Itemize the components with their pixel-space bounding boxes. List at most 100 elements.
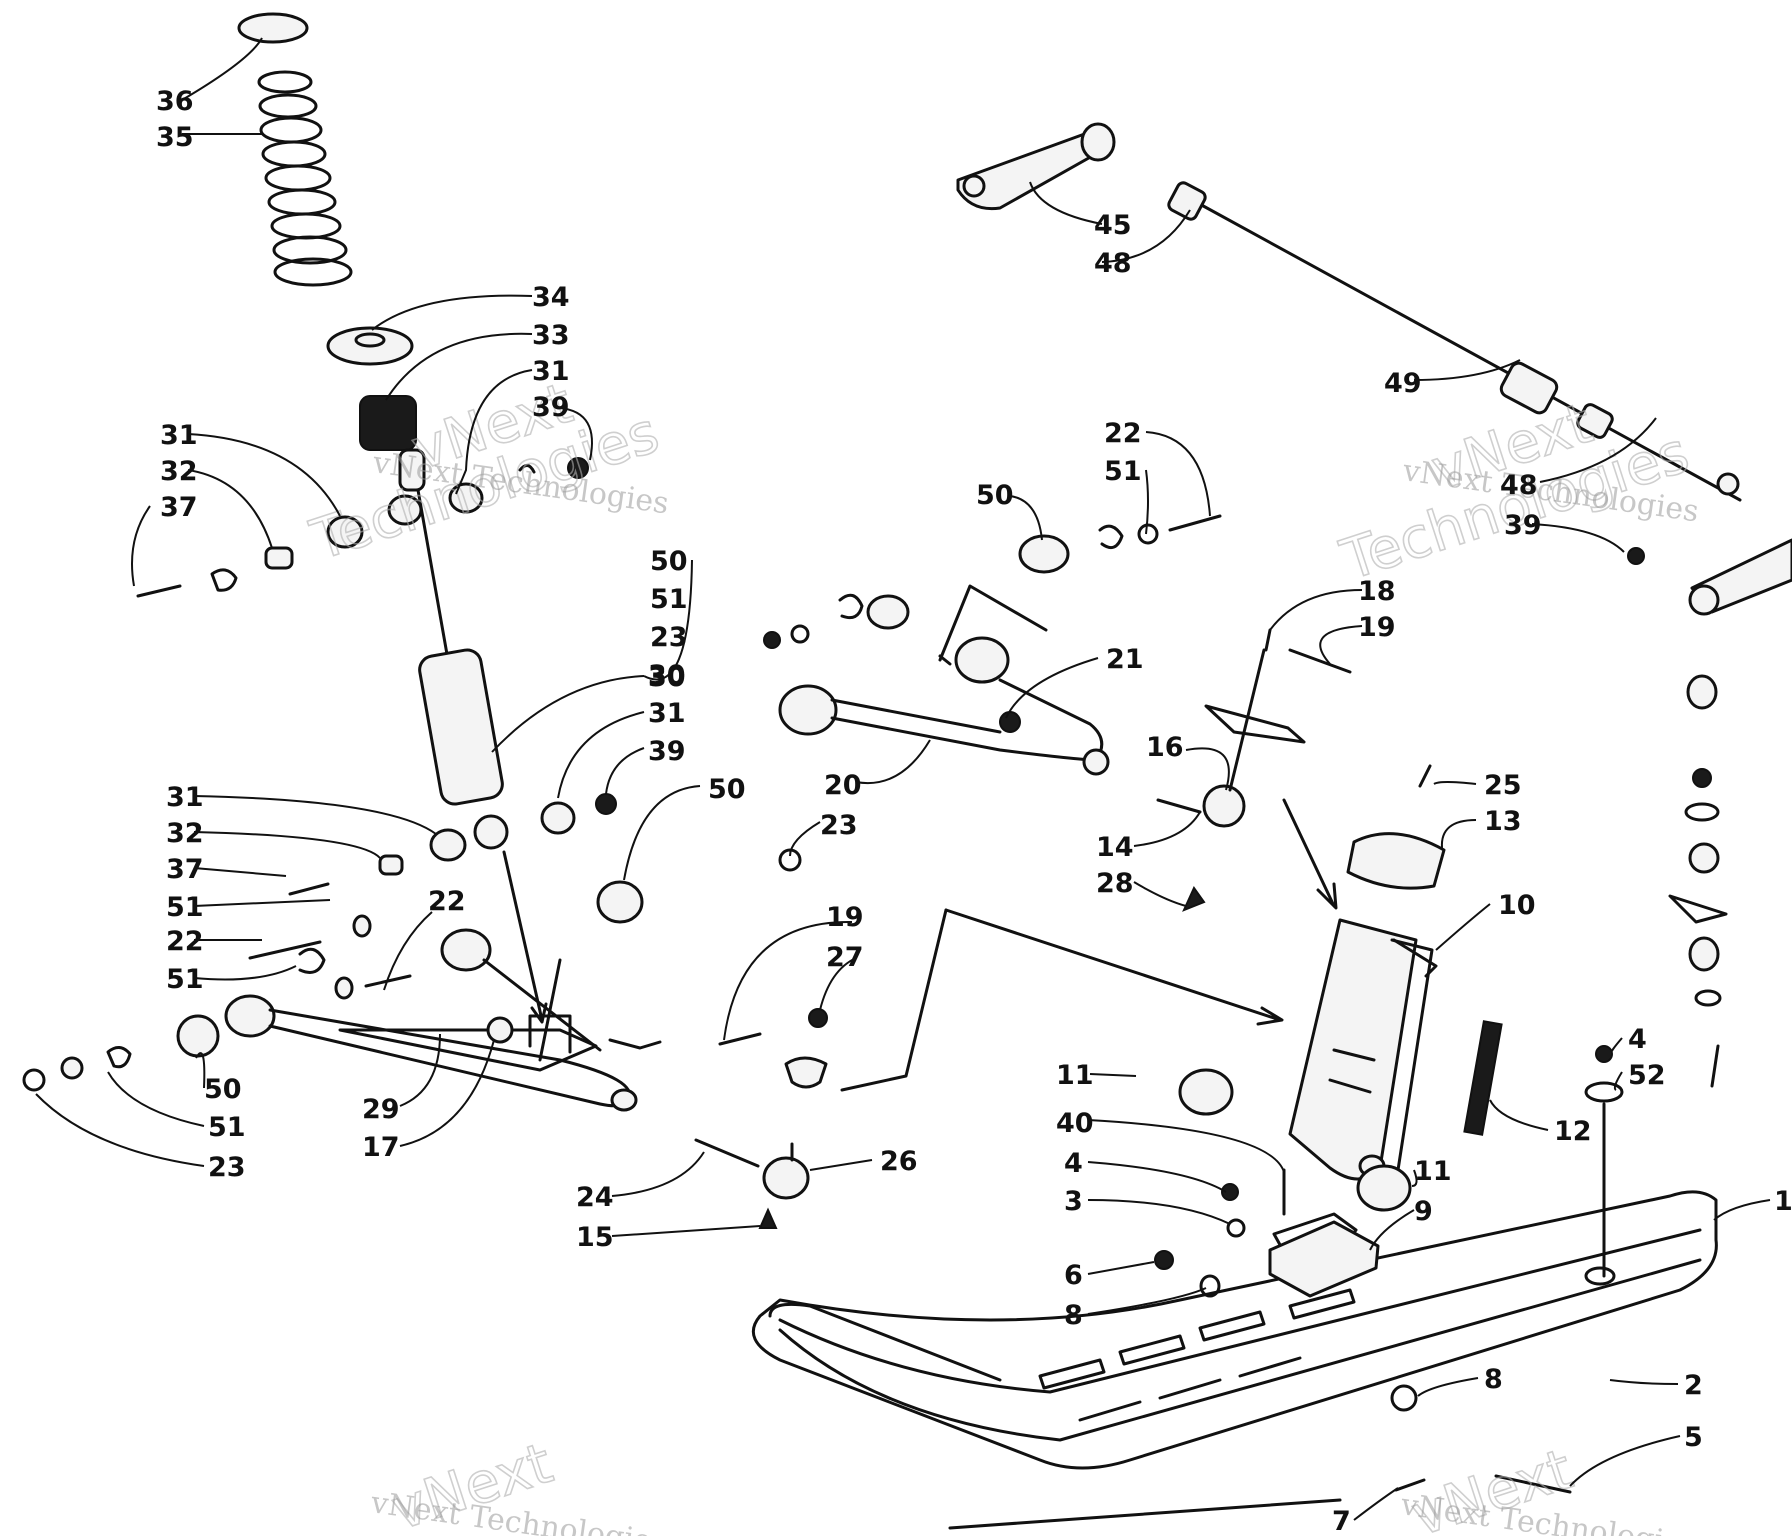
callout-label: 50 bbox=[204, 1074, 242, 1105]
callout-label: 2 bbox=[1684, 1370, 1703, 1401]
callout-label: 24 bbox=[576, 1182, 614, 1213]
spring-bar bbox=[1463, 1020, 1503, 1136]
lower-a-arm bbox=[224, 928, 662, 1112]
callout-label: 10 bbox=[1498, 890, 1536, 921]
ski-saddle bbox=[1268, 1220, 1380, 1298]
spindle-cap bbox=[1346, 832, 1446, 890]
callout-label: 22 bbox=[1104, 418, 1142, 449]
callout-label: 32 bbox=[166, 818, 204, 849]
callout-label: 14 bbox=[1096, 832, 1134, 863]
callout-label: 4 bbox=[1064, 1148, 1083, 1179]
ski-hardware bbox=[1154, 1044, 1720, 1494]
right-hardware-column bbox=[1668, 674, 1728, 1007]
callout-label: 9 bbox=[1414, 1196, 1433, 1227]
lower-arm-hardware bbox=[22, 914, 562, 1092]
callout-label: 19 bbox=[826, 902, 864, 933]
callout-label: 31 bbox=[648, 698, 686, 729]
callout-label: 51 bbox=[166, 892, 204, 923]
shock-link-arrow bbox=[502, 850, 548, 1024]
callout-label: 34 bbox=[532, 282, 570, 313]
upper-a-arm bbox=[778, 636, 1110, 776]
ski bbox=[751, 1190, 1718, 1470]
callout-label: 11 bbox=[1414, 1156, 1452, 1187]
callout-label: 3 bbox=[1064, 1186, 1083, 1217]
spindle-bushing-upper bbox=[1178, 1068, 1234, 1116]
callout-label: 36 bbox=[156, 86, 194, 117]
callout-label: 19 bbox=[1358, 612, 1396, 643]
callout-label: 51 bbox=[166, 964, 204, 995]
callout-label: 40 bbox=[1056, 1108, 1094, 1139]
upper-shock-hardware bbox=[136, 457, 589, 598]
callout-label: 17 bbox=[362, 1132, 400, 1163]
callout-label: 6 bbox=[1064, 1260, 1083, 1291]
steering-arm bbox=[956, 122, 1116, 211]
callout-label: 50 bbox=[976, 480, 1014, 511]
callout-label: 37 bbox=[160, 492, 198, 523]
callout-label: 22 bbox=[166, 926, 204, 957]
callout-label: 31 bbox=[532, 356, 570, 387]
callout-label: 8 bbox=[1484, 1364, 1503, 1395]
callout-label: 8 bbox=[1064, 1300, 1083, 1331]
callout-label: 26 bbox=[880, 1146, 918, 1177]
callout-label: 22 bbox=[428, 886, 466, 917]
spindle-bushing-lower bbox=[1356, 1164, 1412, 1212]
callout-label: 48 bbox=[1500, 470, 1538, 501]
ski-spindle bbox=[1288, 918, 1438, 1181]
callout-label: 29 bbox=[362, 1094, 400, 1125]
callout-label: 32 bbox=[160, 456, 198, 487]
lower-shock-hardware bbox=[288, 793, 617, 896]
callout-label: 27 bbox=[826, 942, 864, 973]
parts-layer: vNext Technologies vNext Technologies vN… bbox=[22, 12, 1792, 1536]
watermarks: vNext Technologies vNext Technologies vN… bbox=[302, 370, 1700, 1536]
callout-label: 15 bbox=[576, 1222, 614, 1253]
coil-spring bbox=[257, 70, 353, 287]
callout-label: 33 bbox=[532, 320, 570, 351]
callout-labels: 36 35 34 33 31 39 31 32 37 30 31 39 31 3… bbox=[156, 86, 1792, 1536]
callout-label: 50 bbox=[708, 774, 746, 805]
ski-bar-arrow bbox=[944, 908, 1284, 1026]
callout-label: 35 bbox=[156, 122, 194, 153]
callout-label: 12 bbox=[1554, 1116, 1592, 1147]
wear-bar bbox=[948, 1498, 1342, 1530]
callout-label: 28 bbox=[1096, 868, 1134, 899]
tie-rod-end bbox=[694, 1008, 828, 1229]
callout-label: 37 bbox=[166, 854, 204, 885]
callout-label: 21 bbox=[1106, 644, 1144, 675]
shock-absorber bbox=[398, 448, 509, 850]
callout-label: 45 bbox=[1094, 210, 1132, 241]
callout-label: 7 bbox=[1332, 1506, 1351, 1536]
leader-lines bbox=[35, 37, 1771, 1521]
callout-label: 23 bbox=[650, 622, 688, 653]
callout-label: 23 bbox=[208, 1152, 246, 1183]
assembly-arrow bbox=[1282, 798, 1338, 910]
callout-label: 30 bbox=[648, 662, 686, 693]
callout-label: 49 bbox=[1384, 368, 1422, 399]
callout-label: 51 bbox=[208, 1112, 246, 1143]
callout-label: 39 bbox=[532, 392, 570, 423]
callout-label: 48 bbox=[1094, 248, 1132, 279]
callout-label: 30 bbox=[648, 660, 686, 691]
callout-label: 39 bbox=[1504, 510, 1542, 541]
callout-label: 16 bbox=[1146, 732, 1184, 763]
callout-label: 11 bbox=[1056, 1060, 1094, 1091]
callout-label: 50 bbox=[650, 546, 688, 577]
callout-label: 31 bbox=[160, 420, 198, 451]
callout-label: 51 bbox=[1104, 456, 1142, 487]
callout-label: 20 bbox=[824, 770, 862, 801]
callout-label: 31 bbox=[166, 782, 204, 813]
callout-label: 1 bbox=[1774, 1186, 1792, 1217]
callout-label: 13 bbox=[1484, 806, 1522, 837]
callout-label: 18 bbox=[1358, 576, 1396, 607]
steering-rod bbox=[1167, 181, 1742, 502]
callout-label: 39 bbox=[648, 736, 686, 767]
ski-bar-wire bbox=[840, 908, 948, 1092]
callout-label: 25 bbox=[1484, 770, 1522, 801]
callout-label: 51 bbox=[650, 584, 688, 615]
callout-label: 4 bbox=[1628, 1024, 1647, 1055]
callout-label: 5 bbox=[1684, 1422, 1703, 1453]
spring-cap bbox=[237, 12, 309, 44]
callout-label: 23 bbox=[820, 810, 858, 841]
right-steering-arm bbox=[1627, 538, 1792, 616]
callout-label: 52 bbox=[1628, 1060, 1666, 1091]
